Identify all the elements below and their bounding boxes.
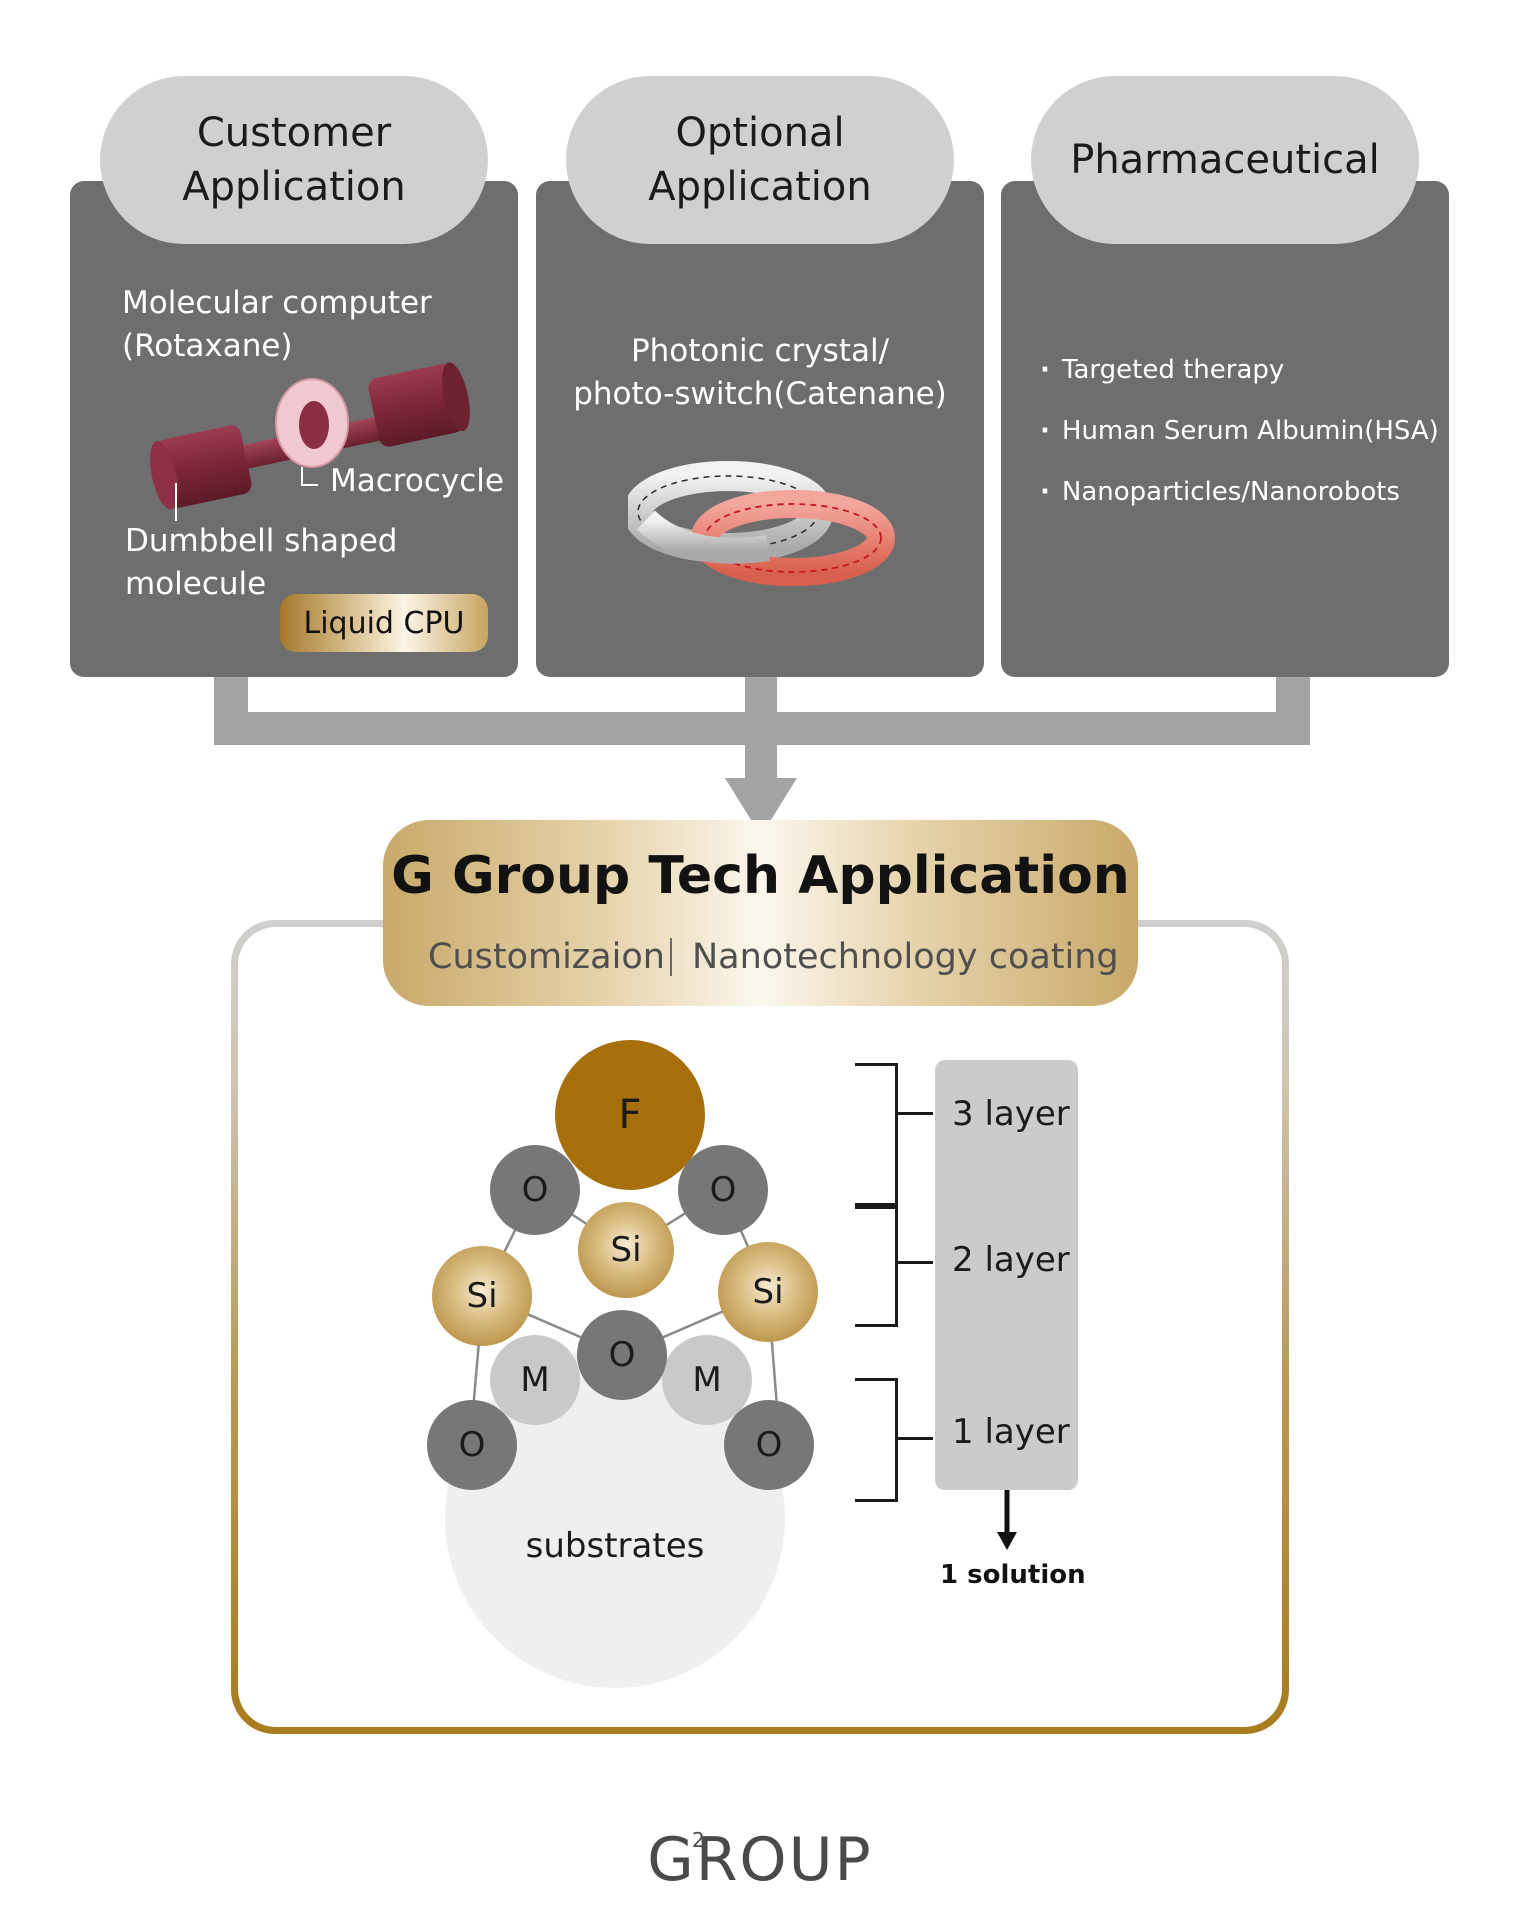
- atom-silicon-right: Si: [718, 1242, 818, 1342]
- layer-3-tick: [897, 1112, 933, 1115]
- pharma-item-targeted-therapy: Targeted therapy: [1040, 353, 1284, 387]
- layer-2-bracket: [855, 1203, 898, 1327]
- logo-superscript: 2: [692, 1828, 705, 1852]
- pharmaceutical-title: Pharmaceutical: [1031, 76, 1419, 244]
- layer-1-tick: [897, 1437, 933, 1440]
- catenane-molecule-image: [628, 461, 895, 586]
- tech-subtitle-customization: Customizaion: [428, 937, 665, 977]
- rotaxane-description: Molecular computer (Rotaxane): [122, 285, 432, 364]
- solution-label: 1 solution: [940, 1560, 1086, 1590]
- atom-oxygen-center: O: [577, 1310, 667, 1400]
- layer-panel: [935, 1060, 1078, 1490]
- catenane-description: Photonic crystal/ photo-switch(Catenane): [573, 333, 947, 412]
- atom-metal-left: M: [490, 1335, 580, 1425]
- layer-1-bracket: [855, 1378, 898, 1502]
- atom-oxygen-top-right: O: [678, 1145, 768, 1235]
- pharma-item-hsa: Human Serum Albumin(HSA): [1040, 414, 1439, 448]
- tech-subtitle-nanotech: Nanotechnology coating: [692, 937, 1119, 977]
- logo-text: GROUP: [647, 1825, 873, 1895]
- atom-silicon-center: Si: [578, 1202, 674, 1298]
- layer-1-label: 1 layer: [952, 1412, 1070, 1452]
- macrocycle-label: Macrocycle: [330, 463, 504, 499]
- arrow-down-icon: [725, 778, 797, 836]
- atom-oxygen-bottom-left: O: [427, 1400, 517, 1490]
- atom-fluorine: F: [555, 1040, 705, 1190]
- atom-metal-right: M: [662, 1335, 752, 1425]
- layer-3-bracket: [855, 1063, 898, 1209]
- grey-ring-overlap: [637, 510, 770, 564]
- dumbbell-label: Dumbbell shaped molecule: [125, 523, 398, 602]
- layer-2-tick: [897, 1261, 933, 1264]
- optional-application-card: [536, 181, 984, 677]
- layer-2-label: 2 layer: [952, 1240, 1070, 1280]
- tech-title: G Group Tech Application: [391, 846, 1130, 906]
- liquid-cpu-badge: Liquid CPU: [280, 594, 488, 652]
- substrate-label: substrates: [525, 1526, 705, 1566]
- atom-oxygen-bottom-right: O: [724, 1400, 814, 1490]
- pharma-item-nanoparticles: Nanoparticles/Nanorobots: [1040, 475, 1400, 509]
- atom-oxygen-top-left: O: [490, 1145, 580, 1235]
- rotaxane-molecule-image: [150, 362, 470, 521]
- subtitle-divider: [670, 938, 672, 976]
- g2-group-logo: GROUP 2: [640, 1820, 880, 1900]
- macrocycle-pointer: [301, 467, 318, 486]
- macrocycle-ring: [275, 378, 349, 468]
- atom-silicon-left: Si: [432, 1246, 532, 1346]
- tech-title-box: [383, 820, 1138, 1006]
- layer-3-label: 3 layer: [952, 1094, 1070, 1134]
- solution-arrow-icon: [997, 1490, 1017, 1550]
- connector-center-drop: [745, 677, 777, 782]
